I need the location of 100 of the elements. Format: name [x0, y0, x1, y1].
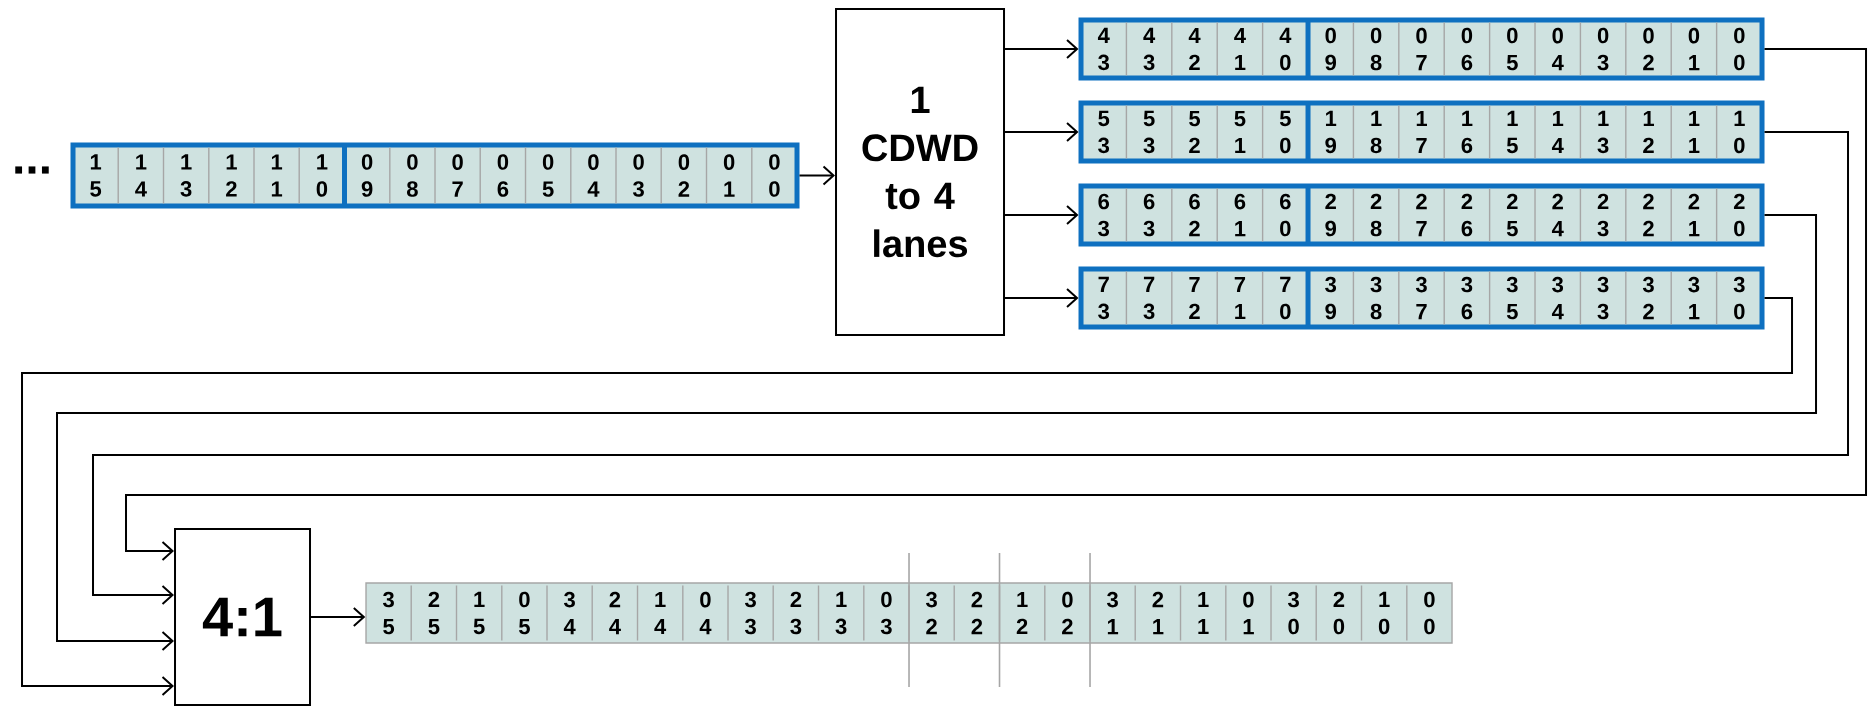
bit-number: 3 1: [1688, 276, 1700, 320]
bit-number: 2 3: [1597, 193, 1609, 237]
bit-number: 6 3: [1143, 193, 1155, 237]
bit-number: 0 1: [723, 154, 735, 197]
bit-number: 1 1: [1689, 110, 1700, 154]
bit-number: 2 4: [609, 591, 621, 635]
bit-number: 1 8: [1370, 110, 1382, 154]
bit-number: 3 9: [1325, 276, 1337, 320]
arrow: [125, 48, 1867, 561]
bit-number: 6 1: [1234, 193, 1246, 237]
bit-number: 3 7: [1415, 276, 1427, 320]
bit-number: 3 2: [926, 591, 937, 635]
bit-number: 1 7: [1416, 110, 1427, 154]
bit-number: 1 0: [1734, 110, 1745, 154]
bit-number: 0 5: [542, 154, 554, 197]
bit-number: 1 5: [90, 154, 102, 197]
bit-number: 0 3: [633, 154, 644, 197]
bit-number: 4 1: [1234, 27, 1246, 71]
bit-number: 4 2: [1188, 27, 1201, 71]
bit-number: 0 8: [1370, 27, 1382, 71]
bit-number: 7 3: [1098, 276, 1110, 320]
bit-number: 5 1: [1234, 110, 1246, 154]
arrow: [1004, 288, 1079, 308]
arrow: [92, 131, 1849, 605]
arrow: [798, 165, 835, 186]
bit-number: 2 2: [971, 591, 983, 635]
bit-number: 3 4: [1551, 276, 1564, 320]
bit-number: 0 7: [452, 154, 463, 197]
bit-number: 0 5: [1506, 27, 1518, 71]
bit-number: 6 3: [1098, 193, 1110, 237]
bit-number: 1 6: [1461, 110, 1473, 154]
bit-number: 2 4: [1551, 193, 1564, 237]
bit-number: 0 1: [1243, 591, 1254, 635]
bit-number: 4 0: [1279, 27, 1292, 71]
bit-number: 1 2: [1643, 110, 1654, 154]
bit-number: 0 2: [1643, 27, 1654, 71]
bit-number: 0 4: [699, 591, 712, 635]
bit-number: 1 4: [1551, 110, 1564, 154]
bit-number: 2 0: [1333, 591, 1345, 635]
bit-number: 0 5: [519, 591, 530, 635]
bit-number: 2 0: [1733, 193, 1745, 237]
bit-number: 1 0: [1378, 591, 1390, 635]
bit-number: 3 0: [1733, 276, 1745, 320]
bit-number: 2 3: [790, 591, 802, 635]
bit-number: 5 0: [1279, 110, 1291, 154]
bit-number: 0 8: [407, 154, 418, 197]
bit-number: 0 2: [678, 154, 690, 197]
bit-number: 0 1: [1688, 27, 1700, 71]
bit-number: 1 5: [1506, 110, 1518, 154]
bit-number: 2 6: [1461, 193, 1473, 237]
bit-number: 1 3: [180, 154, 192, 197]
bit-number: 3 2: [1642, 276, 1654, 320]
arrow: [310, 607, 366, 627]
bit-number: 1 3: [835, 591, 847, 635]
bit-number: 1 1: [1198, 591, 1209, 635]
bit-number: 2 1: [1152, 591, 1164, 635]
arrow: [21, 297, 1793, 696]
arrow: [1004, 205, 1079, 225]
bit-number: 1 9: [1325, 110, 1337, 154]
converter-box: 1 CDWD to 4 lanes: [835, 8, 1005, 336]
bit-number: 3 1: [1107, 591, 1119, 635]
bit-number: 3 5: [383, 591, 395, 635]
bit-number: 0 2: [1062, 591, 1073, 635]
arrow: [56, 214, 1817, 651]
bit-number: 1 4: [135, 154, 147, 197]
bit-number: 2 2: [1643, 193, 1654, 237]
bit-number: 5 3: [1098, 110, 1110, 154]
bit-number: 2 8: [1370, 193, 1382, 237]
bit-number: 0 0: [769, 154, 780, 197]
bit-number: 0 3: [1597, 27, 1609, 71]
bit-number: 0 4: [587, 154, 600, 197]
bit-number: 1 3: [1597, 110, 1609, 154]
bit-number: 3 8: [1370, 276, 1382, 320]
bit-number: 0 9: [1325, 27, 1336, 71]
bit-number: 4 3: [1097, 27, 1110, 71]
bit-number: 6 0: [1280, 193, 1291, 237]
bit-number: 2 7: [1416, 193, 1427, 237]
arrow: [1004, 122, 1079, 142]
bit-number: 7 1: [1234, 276, 1246, 320]
bit-number: 0 7: [1416, 27, 1427, 71]
bit-number: 6 2: [1189, 193, 1200, 237]
bit-number: 3 6: [1461, 276, 1473, 320]
bit-number: 5 2: [1189, 110, 1200, 154]
bit-number: 3 3: [745, 591, 756, 635]
bit-number: 4 3: [1143, 27, 1156, 71]
bit-number: 3 3: [1597, 276, 1609, 320]
bit-number: 7 3: [1143, 276, 1155, 320]
bit-number: 0 9: [361, 154, 373, 197]
bit-number: 3 5: [1506, 276, 1518, 320]
bit-number: 2 9: [1325, 193, 1336, 237]
bit-number: 0 3: [880, 591, 892, 635]
bit-number: 5 3: [1143, 110, 1155, 154]
multiplexer-box: 4:1: [174, 528, 311, 706]
arrow: [1004, 39, 1079, 59]
bit-number: 1 2: [1016, 591, 1028, 635]
bit-number: 0 0: [1734, 27, 1745, 71]
bit-number: 0 6: [1461, 27, 1473, 71]
bit-number: 2 1: [1688, 193, 1700, 237]
bit-number: 1 0: [316, 154, 328, 197]
bit-number: 1 2: [226, 154, 237, 197]
